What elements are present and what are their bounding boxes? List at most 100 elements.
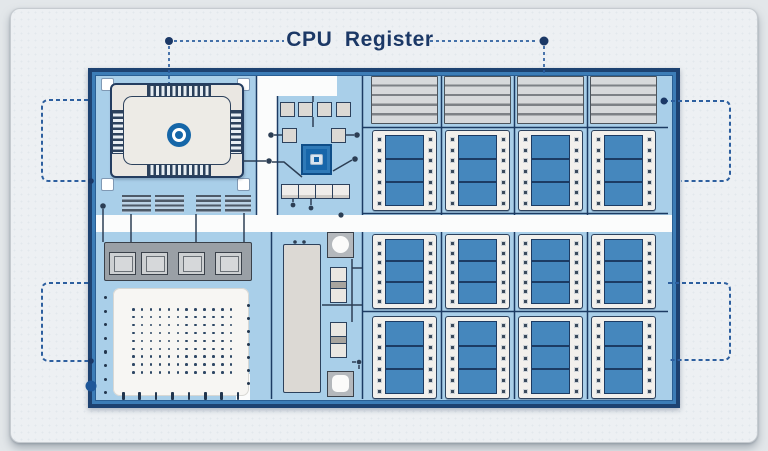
- memory-pin: [427, 158, 433, 164]
- edge-pin: [122, 392, 125, 400]
- memory-pin: [449, 345, 455, 350]
- pga-dot: [203, 347, 206, 351]
- pga-dot: [221, 308, 224, 311]
- memory-pin: [573, 190, 579, 196]
- memory-pin: [500, 378, 506, 383]
- controller-core: [310, 154, 323, 165]
- via-dot: [104, 350, 108, 354]
- memory-pin: [646, 279, 652, 285]
- pga-dot: [194, 331, 197, 335]
- memory-pane-divider: [386, 158, 423, 160]
- memory-pin: [376, 378, 382, 383]
- pga-dot: [229, 355, 233, 358]
- memory-pin: [646, 241, 652, 246]
- memory-pin: [449, 250, 455, 256]
- pga-dot: [212, 363, 215, 366]
- memory-pin: [522, 270, 528, 275]
- memory-pin: [646, 169, 652, 174]
- memory-pane-divider: [386, 260, 423, 262]
- logic-pad: [331, 128, 346, 143]
- memory-pin: [427, 147, 433, 153]
- memory-chip: [591, 130, 656, 211]
- pga-dot: [140, 323, 144, 327]
- logic-cell: [336, 102, 351, 117]
- memory-pin: [646, 190, 652, 196]
- pga-dot: [194, 371, 197, 374]
- pga-dot: [132, 371, 135, 374]
- memory-pin: [595, 137, 601, 142]
- pga-dot: [132, 331, 135, 335]
- memory-pin: [522, 201, 528, 206]
- pga-dot: [149, 363, 153, 366]
- via-dot: [247, 369, 251, 373]
- board-surface: [96, 76, 672, 400]
- pga-dot: [221, 347, 224, 351]
- memory-pin: [449, 147, 455, 153]
- memory-pin: [500, 367, 506, 372]
- pga-dot: [203, 363, 206, 366]
- memory-window: [604, 239, 643, 304]
- via-dot: [104, 336, 108, 340]
- memory-pin: [376, 190, 382, 196]
- memory-pin: [646, 289, 652, 295]
- pga-dot: [185, 323, 188, 327]
- pga-dot: [229, 315, 233, 319]
- pga-dot: [176, 315, 180, 319]
- memory-pane-divider: [459, 281, 496, 283]
- memory-pane-divider: [605, 344, 642, 347]
- pga-dot: [149, 355, 153, 358]
- pga-dot: [167, 371, 171, 374]
- memory-pin: [595, 367, 601, 372]
- pga-dot: [221, 363, 224, 366]
- memory-pin: [573, 260, 579, 266]
- memory-pin: [595, 169, 601, 174]
- io-port-bar: [104, 242, 252, 281]
- memory-pin: [427, 323, 433, 328]
- capacitor: [330, 322, 347, 358]
- memory-pin: [500, 190, 506, 196]
- memory-pin: [427, 389, 433, 394]
- memory-pin: [522, 179, 528, 185]
- memory-pane-divider: [459, 368, 496, 371]
- memory-pin: [522, 389, 528, 394]
- via-dot: [104, 309, 108, 313]
- memory-pane-divider: [386, 281, 423, 283]
- cpu-center-dot: [167, 123, 191, 147]
- pga-dot: [203, 308, 206, 311]
- pga-dot: [212, 371, 215, 374]
- memory-pin: [427, 356, 433, 361]
- pga-dot: [140, 339, 144, 343]
- capacitor: [330, 267, 347, 303]
- memory-pin: [595, 147, 601, 153]
- memory-pane-divider: [386, 368, 423, 371]
- pga-dot: [167, 323, 171, 327]
- pga-dot: [176, 339, 180, 343]
- memory-pin: [646, 158, 652, 164]
- pga-dot: [140, 347, 144, 351]
- pga-dot: [132, 363, 135, 366]
- memory-pane-divider: [459, 344, 496, 347]
- pga-dot: [167, 331, 171, 335]
- pga-dot: [212, 331, 215, 335]
- memory-pin: [646, 179, 652, 185]
- memory-pin: [522, 299, 528, 304]
- memory-pin: [573, 250, 579, 256]
- cpu-mount-pad: [101, 178, 114, 191]
- memory-pin: [376, 323, 382, 328]
- memory-pin: [449, 190, 455, 196]
- memory-pin: [595, 158, 601, 164]
- memory-pin: [500, 260, 506, 266]
- memory-window: [458, 135, 497, 206]
- memory-pin: [427, 137, 433, 142]
- memory-pin: [449, 334, 455, 339]
- via-dot: [247, 382, 251, 386]
- pga-dot: [140, 308, 144, 311]
- memory-pin: [573, 345, 579, 350]
- memory-pin: [522, 158, 528, 164]
- memory-pin: [449, 169, 455, 174]
- memory-window: [531, 135, 570, 206]
- pga-dot: [132, 339, 135, 343]
- memory-pin: [522, 323, 528, 328]
- edge-pin: [236, 392, 240, 400]
- memory-pin: [573, 270, 579, 275]
